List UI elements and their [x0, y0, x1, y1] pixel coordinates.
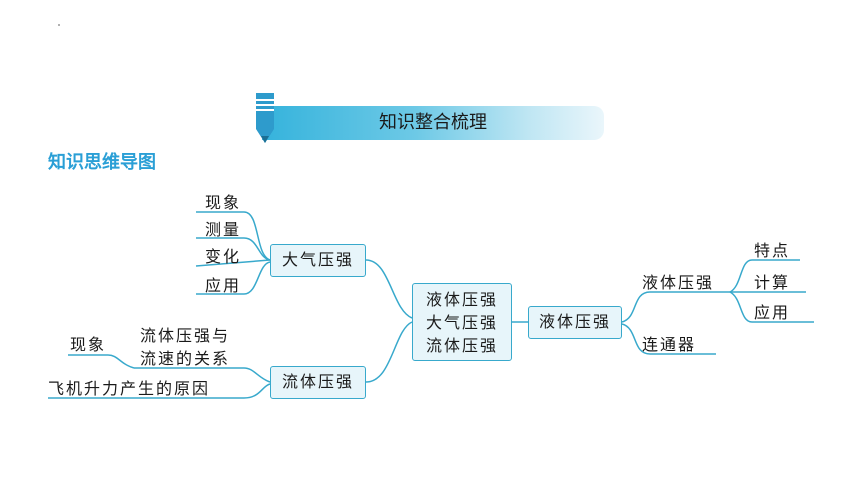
line-fluid-lift	[48, 383, 271, 399]
center-line-atmospheric: 大气压强	[425, 313, 498, 332]
title-banner	[262, 106, 604, 140]
liquid-leaf-calc: 计算	[754, 273, 791, 292]
line-liquid-connector	[621, 323, 716, 355]
center-line-fluid: 流体压强	[425, 336, 498, 355]
line-atm-phenomenon	[196, 211, 271, 261]
line-atm-to-center	[365, 259, 413, 319]
line-relation-phenomenon	[68, 354, 135, 369]
banner-title: 知识整合梳理	[379, 112, 487, 133]
atm-leaf-phenomenon: 现象	[205, 193, 242, 212]
line-atm-measure	[196, 237, 271, 261]
speck	[58, 24, 60, 26]
liquid-leaf-feature: 特点	[754, 241, 791, 260]
line-sub-apply	[729, 291, 814, 323]
line-atm-apply	[196, 261, 271, 295]
pencil-icon	[256, 93, 274, 143]
liquid-leaf-apply: 应用	[754, 303, 791, 322]
fluid-leaf-phenomenon: 现象	[70, 335, 107, 354]
fluid-node: 流体压强	[270, 366, 366, 399]
liquid-connector-leaf: 连通器	[642, 335, 697, 354]
line-atm-change	[195, 259, 271, 267]
center-node: 液体压强 大气压强 流体压强	[412, 283, 512, 361]
liquid-node: 液体压强	[528, 306, 622, 339]
atm-leaf-measure: 测量	[205, 220, 242, 239]
line-sub-feature	[729, 259, 800, 293]
fluid-leaf-lift: 飞机升力产生的原因	[48, 379, 211, 398]
atm-leaf-apply: 应用	[205, 276, 242, 295]
center-line-liquid: 液体压强	[425, 290, 498, 309]
section-title: 知识思维导图	[48, 152, 156, 173]
fluid-leaf-relation-line2: 流速的关系	[140, 349, 231, 368]
fluid-leaf-relation-line1: 流体压强与	[140, 326, 231, 345]
liquid-sub-node: 液体压强	[642, 273, 715, 292]
atmospheric-node: 大气压强	[270, 244, 366, 277]
line-liquid-sub	[621, 291, 730, 323]
line-fluid-relation	[134, 367, 271, 383]
line-fluid-to-center	[365, 321, 413, 383]
atm-leaf-change: 变化	[205, 247, 242, 266]
